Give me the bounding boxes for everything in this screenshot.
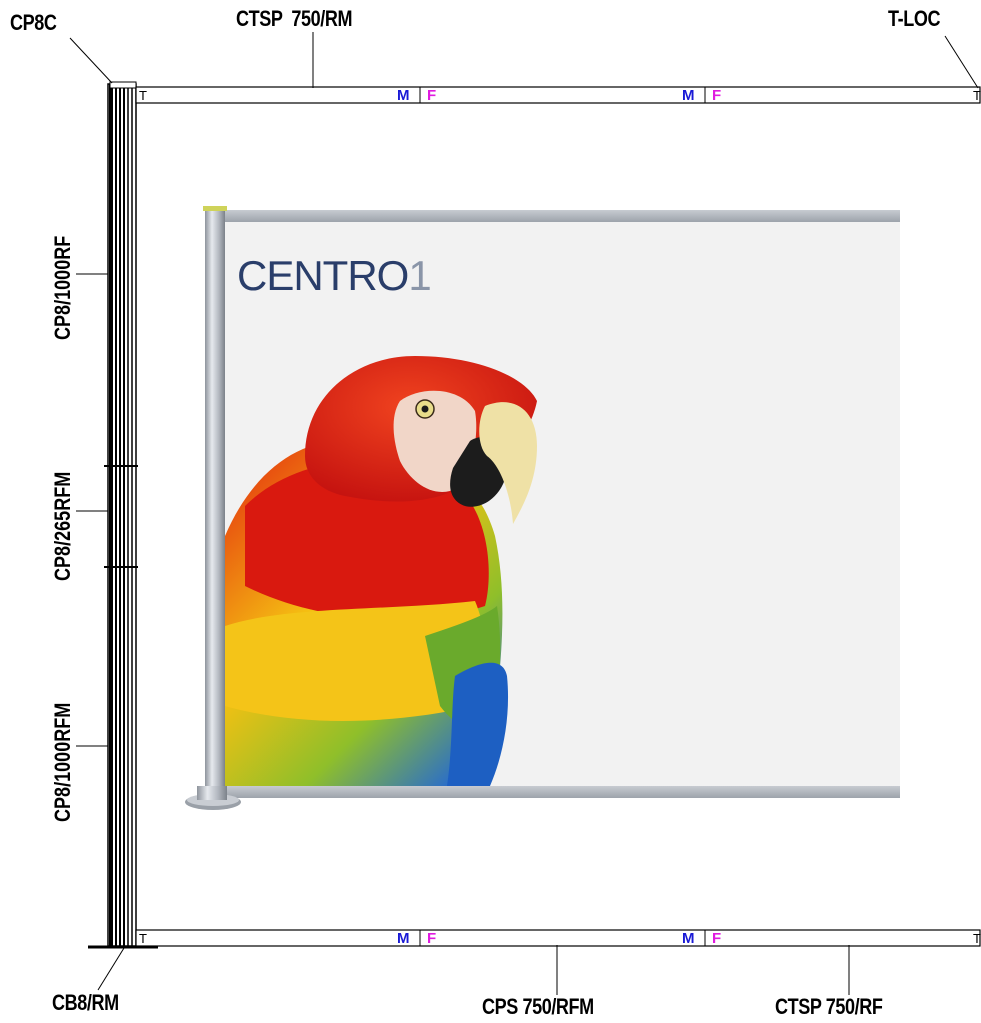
brand-number: 1: [408, 252, 431, 299]
banner-bottom-rail: [223, 786, 900, 798]
banner-top-rail: [223, 210, 900, 222]
leader-lines: [69, 32, 979, 995]
left-post: [88, 81, 158, 949]
bottom-rail-m-mark-1: M: [397, 930, 410, 947]
top-rail-end-t-mark: T: [973, 88, 981, 103]
brand-wordmark: CENTRO1: [237, 252, 432, 300]
banner-pole: [205, 208, 225, 798]
top-rail-t-mark: T: [139, 88, 147, 103]
bottom-rail-end-t-mark: T: [973, 931, 981, 946]
label-cp8c: CP8C: [10, 10, 57, 35]
bottom-rail-m-mark-2: M: [682, 930, 695, 947]
bottom-rail-f-mark-2: F: [712, 930, 722, 947]
label-ctsp-750-rf: CTSP 750/RF: [775, 994, 883, 1019]
label-t-loc: T-LOC: [888, 6, 941, 31]
bottom-rail-t-mark: T: [139, 931, 147, 946]
product-banner: CENTRO1: [185, 206, 900, 816]
label-cp8-1000rfm: CP8/1000RFM: [50, 702, 75, 822]
parrot-illustration: [225, 356, 537, 786]
label-ctsp-750-rm: CTSP 750/RM: [236, 6, 353, 31]
label-cp8-265rfm: CP8/265RFM: [50, 471, 75, 581]
bottom-rail: [135, 929, 981, 947]
brand-main: CENTRO: [237, 252, 409, 299]
top-rail-m-mark-2: M: [682, 87, 695, 104]
label-cp8-1000rf: CP8/1000RF: [50, 235, 75, 340]
bottom-rail-f-mark-1: F: [427, 930, 437, 947]
top-rail-m-mark-1: M: [397, 87, 410, 104]
top-rail-f-mark-2: F: [712, 87, 722, 104]
top-rail: [135, 86, 981, 104]
label-cb8-rm: CB8/RM: [52, 990, 119, 1015]
label-cps-750-rfm: CPS 750/RFM: [482, 994, 594, 1019]
top-rail-f-mark-1: F: [427, 87, 437, 104]
